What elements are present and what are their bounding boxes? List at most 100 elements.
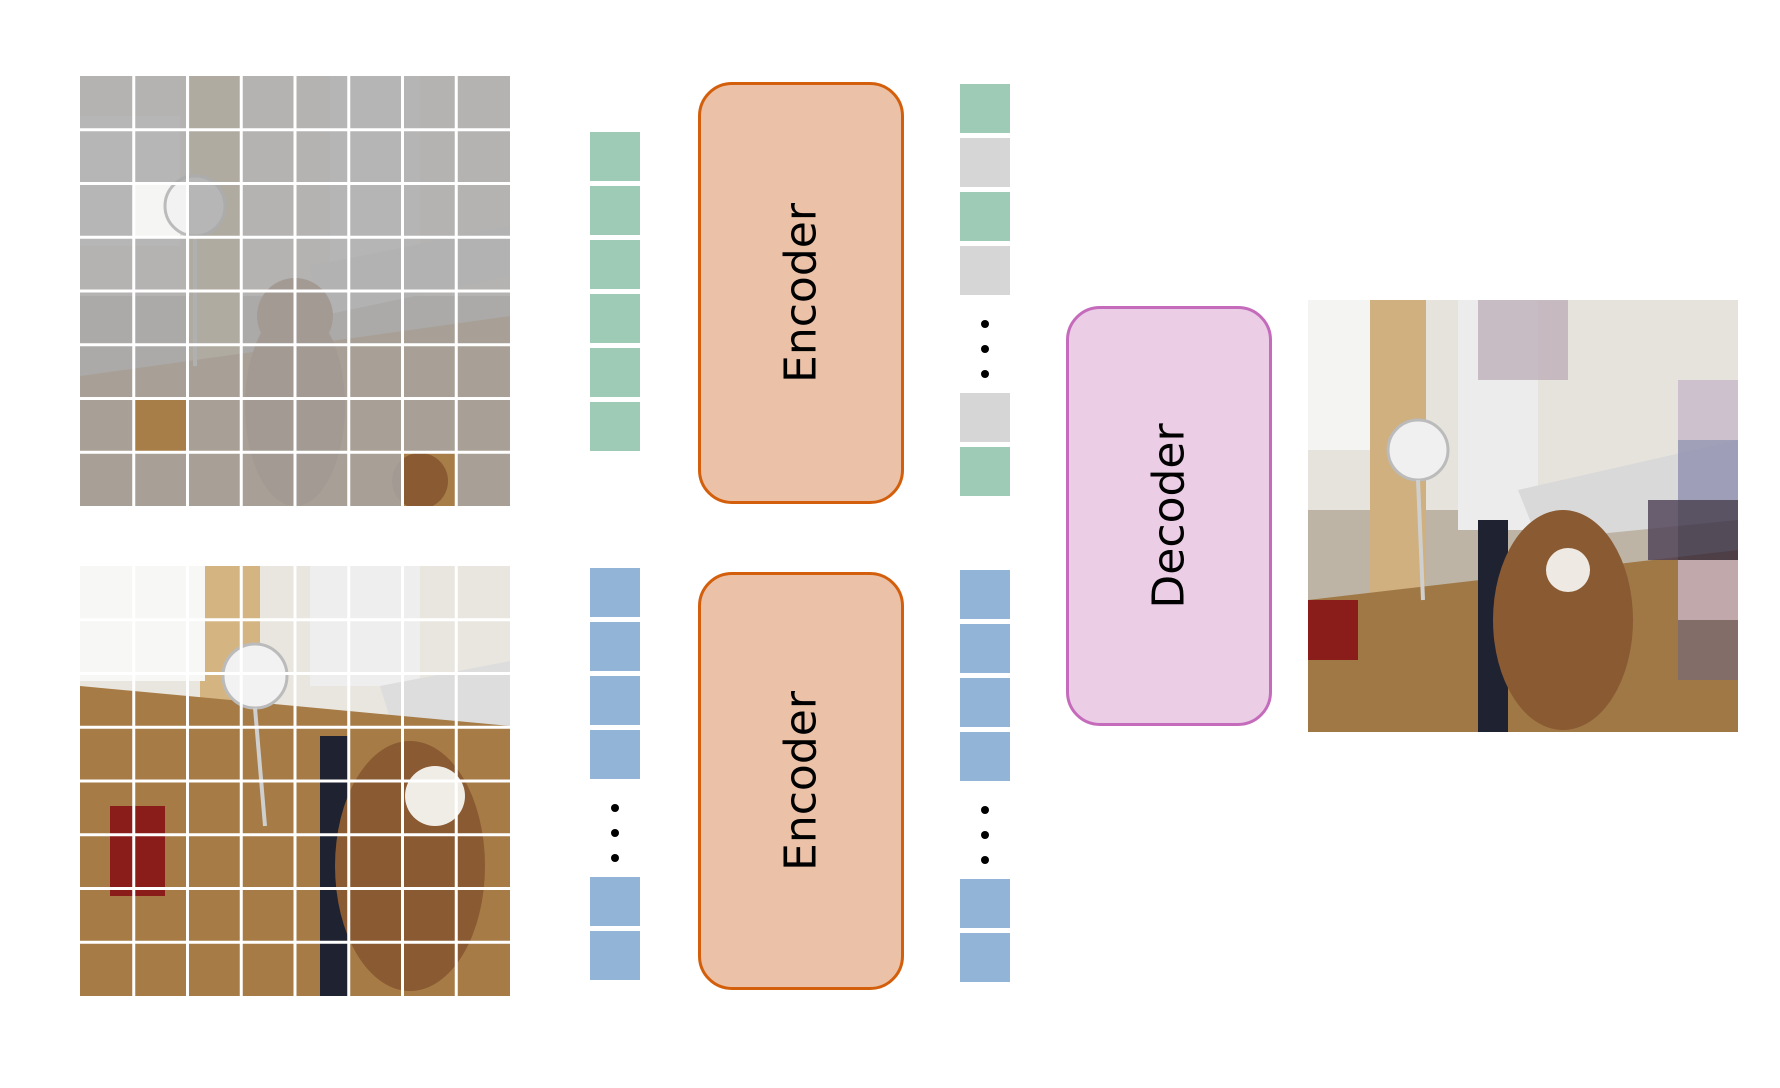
reference-patch-token bbox=[960, 933, 1010, 982]
masked-patch bbox=[402, 291, 457, 345]
masked-patch bbox=[348, 237, 403, 291]
masked-patch bbox=[80, 398, 134, 453]
masked-patch bbox=[241, 183, 295, 238]
reconstruction-illustration bbox=[1308, 300, 1738, 732]
top-input-tokens bbox=[590, 132, 640, 452]
masked-patch bbox=[348, 398, 403, 453]
masked-patch bbox=[295, 237, 349, 291]
masked-patch bbox=[80, 237, 134, 291]
reference-patch-token bbox=[590, 931, 640, 980]
masked-patch bbox=[187, 452, 242, 506]
masked-patch bbox=[187, 291, 242, 345]
masked-patch bbox=[456, 76, 510, 130]
masked-patch bbox=[80, 291, 134, 345]
masked-patch bbox=[80, 76, 134, 130]
visible-patch-token bbox=[590, 240, 640, 289]
masked-patch bbox=[80, 129, 134, 184]
dot bbox=[611, 854, 619, 862]
visible-patch-token bbox=[590, 294, 640, 343]
masked-patch bbox=[456, 183, 510, 238]
masked-patch bbox=[295, 344, 349, 399]
encoder-block-bottom: Encoder bbox=[698, 572, 904, 990]
masked-patch bbox=[80, 452, 134, 506]
masked-patch bbox=[402, 183, 457, 238]
masked-patch bbox=[187, 76, 242, 130]
masked-patch bbox=[241, 76, 295, 130]
masked-patch bbox=[456, 237, 510, 291]
ellipsis-dots bbox=[590, 784, 640, 874]
dot bbox=[981, 856, 989, 864]
masked-patch bbox=[402, 76, 457, 130]
reference-patch-token bbox=[590, 877, 640, 926]
dot bbox=[981, 345, 989, 353]
masked-patch bbox=[241, 452, 295, 506]
masked-patch bbox=[133, 237, 188, 291]
masked-patch bbox=[133, 452, 188, 506]
reference-patch-token bbox=[960, 570, 1010, 619]
masked-patch bbox=[133, 291, 188, 345]
masked-patch bbox=[187, 398, 242, 453]
mask-token bbox=[960, 246, 1010, 295]
encoder-label: Encoder bbox=[775, 203, 827, 383]
masked-patch bbox=[295, 76, 349, 130]
masked-patch bbox=[456, 291, 510, 345]
encoder-label: Encoder bbox=[775, 691, 827, 871]
masked-patch bbox=[241, 291, 295, 345]
dot bbox=[611, 829, 619, 837]
mask-token bbox=[960, 138, 1010, 187]
masked-patch bbox=[456, 452, 510, 506]
dot bbox=[981, 806, 989, 814]
masked-patch bbox=[348, 291, 403, 345]
masked-patch bbox=[133, 344, 188, 399]
decoder-label: Decoder bbox=[1143, 423, 1195, 609]
masked-patch bbox=[348, 129, 403, 184]
masked-patch bbox=[241, 129, 295, 184]
masked-patch bbox=[241, 237, 295, 291]
reconstructed-output-image bbox=[1308, 300, 1738, 732]
masked-patch bbox=[456, 344, 510, 399]
masked-patch bbox=[348, 344, 403, 399]
masked-patch bbox=[402, 398, 457, 453]
dot bbox=[981, 831, 989, 839]
masked-patch bbox=[295, 291, 349, 345]
masked-patch bbox=[295, 183, 349, 238]
masked-patch bbox=[80, 183, 134, 238]
patch-mask-grid bbox=[80, 76, 510, 506]
reference-patch-token bbox=[960, 879, 1010, 928]
masked-input-image bbox=[80, 76, 510, 506]
reference-patch-token bbox=[590, 622, 640, 671]
reference-patch-token bbox=[960, 732, 1010, 781]
masked-patch bbox=[295, 129, 349, 184]
masked-patch bbox=[133, 129, 188, 184]
masked-patch bbox=[187, 237, 242, 291]
visible-patch-token bbox=[960, 192, 1010, 241]
masked-patch bbox=[187, 344, 242, 399]
masked-patch bbox=[348, 183, 403, 238]
masked-patch bbox=[295, 398, 349, 453]
masked-patch bbox=[402, 237, 457, 291]
encoder-block-top: Encoder bbox=[698, 82, 904, 504]
visible-patch-token bbox=[590, 402, 640, 451]
mask-token bbox=[960, 393, 1010, 442]
reference-input-image bbox=[80, 566, 510, 996]
reference-patch-token bbox=[960, 624, 1010, 673]
visible-patch-token bbox=[960, 84, 1010, 133]
patch-grid bbox=[80, 566, 510, 996]
reference-patch-token bbox=[590, 676, 640, 725]
masked-patch bbox=[133, 76, 188, 130]
reference-patch-token bbox=[960, 678, 1010, 727]
bottom-input-tokens bbox=[590, 568, 640, 988]
masked-patch bbox=[187, 129, 242, 184]
top-encoded-tokens bbox=[960, 84, 1010, 504]
visible-patch-token bbox=[590, 186, 640, 235]
masked-patch bbox=[348, 452, 403, 506]
reference-patch-token bbox=[590, 730, 640, 779]
ellipsis-dots bbox=[960, 300, 1010, 390]
masked-patch bbox=[241, 398, 295, 453]
ellipsis-dots bbox=[960, 786, 1010, 876]
masked-patch bbox=[80, 344, 134, 399]
visible-patch-token bbox=[960, 447, 1010, 496]
reference-patch-token bbox=[590, 568, 640, 617]
dot bbox=[611, 804, 619, 812]
